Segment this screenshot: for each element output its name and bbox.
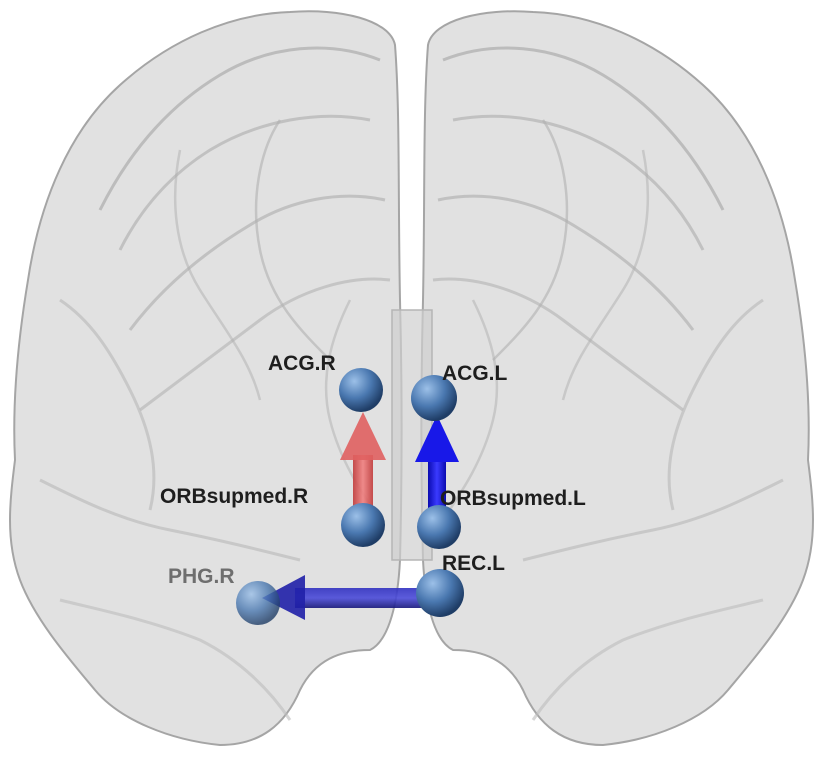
label-orbsupmed-l: ORBsupmed.L — [440, 487, 586, 510]
label-acg-r: ACG.R — [268, 352, 336, 375]
node-rec-l — [416, 569, 464, 617]
node-orbsupmed-l — [417, 505, 461, 549]
label-acg-l: ACG.L — [442, 362, 508, 385]
node-phg-r — [236, 581, 280, 625]
node-orbsupmed-r — [341, 503, 385, 547]
node-acg-r — [339, 368, 383, 412]
node-acg-l — [411, 375, 457, 421]
label-orbsupmed-r: ORBsupmed.R — [160, 485, 308, 508]
brain-hemisphere-left — [420, 10, 814, 747]
edge-rec-l-to-phg-r — [262, 575, 437, 620]
label-phg-r: PHG.R — [168, 565, 235, 588]
label-rec-l: REC.L — [442, 552, 505, 575]
